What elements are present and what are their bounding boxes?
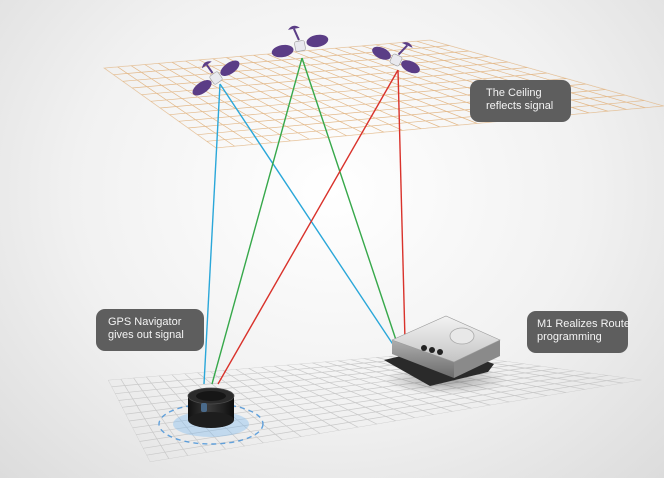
- robot-callout-line-1: M1 Realizes Route: [537, 318, 630, 330]
- floor-grid-line: [146, 377, 626, 456]
- satellite-icon: [271, 25, 329, 58]
- ceiling-grid-line: [159, 72, 548, 109]
- ceiling-grid-line: [113, 45, 450, 76]
- robot-callout: M1 Realizes Route programming: [527, 311, 630, 353]
- beam-green-up: [211, 57, 303, 385]
- ceiling-callout-line-1: The Ceiling: [486, 87, 542, 99]
- ceiling-grid-line: [122, 50, 470, 82]
- navigator-callout-line-2: gives out signal: [108, 329, 184, 341]
- beam-green-down: [301, 57, 401, 353]
- beam-blue-up: [203, 83, 221, 385]
- ceiling-outline: [102, 39, 664, 149]
- signal-beams: [203, 57, 406, 385]
- ceiling-callout-line-2: reflects signal: [486, 100, 554, 112]
- ceiling-callout: The Ceiling reflects signal: [470, 80, 571, 122]
- robot-callout-line-2: programming: [537, 331, 602, 343]
- robot-vacuum-icon: [383, 315, 507, 394]
- satellite-icon: [192, 60, 240, 96]
- gps-navigator-icon: [158, 387, 264, 445]
- beam-blue-down: [219, 83, 399, 353]
- ceiling-grid-line: [206, 100, 645, 142]
- floor-grid-line: [142, 374, 609, 449]
- satellite-icon: [372, 42, 420, 74]
- ceiling-grid-line: [150, 67, 528, 102]
- floor-grid-line: [139, 372, 592, 442]
- ceiling-grid-line: [131, 56, 489, 89]
- beam-red-down: [397, 69, 406, 341]
- navigator-callout: GPS Navigator gives out signal: [96, 309, 204, 351]
- navigator-callout-line-1: GPS Navigator: [108, 316, 182, 328]
- beam-red-up: [217, 69, 399, 385]
